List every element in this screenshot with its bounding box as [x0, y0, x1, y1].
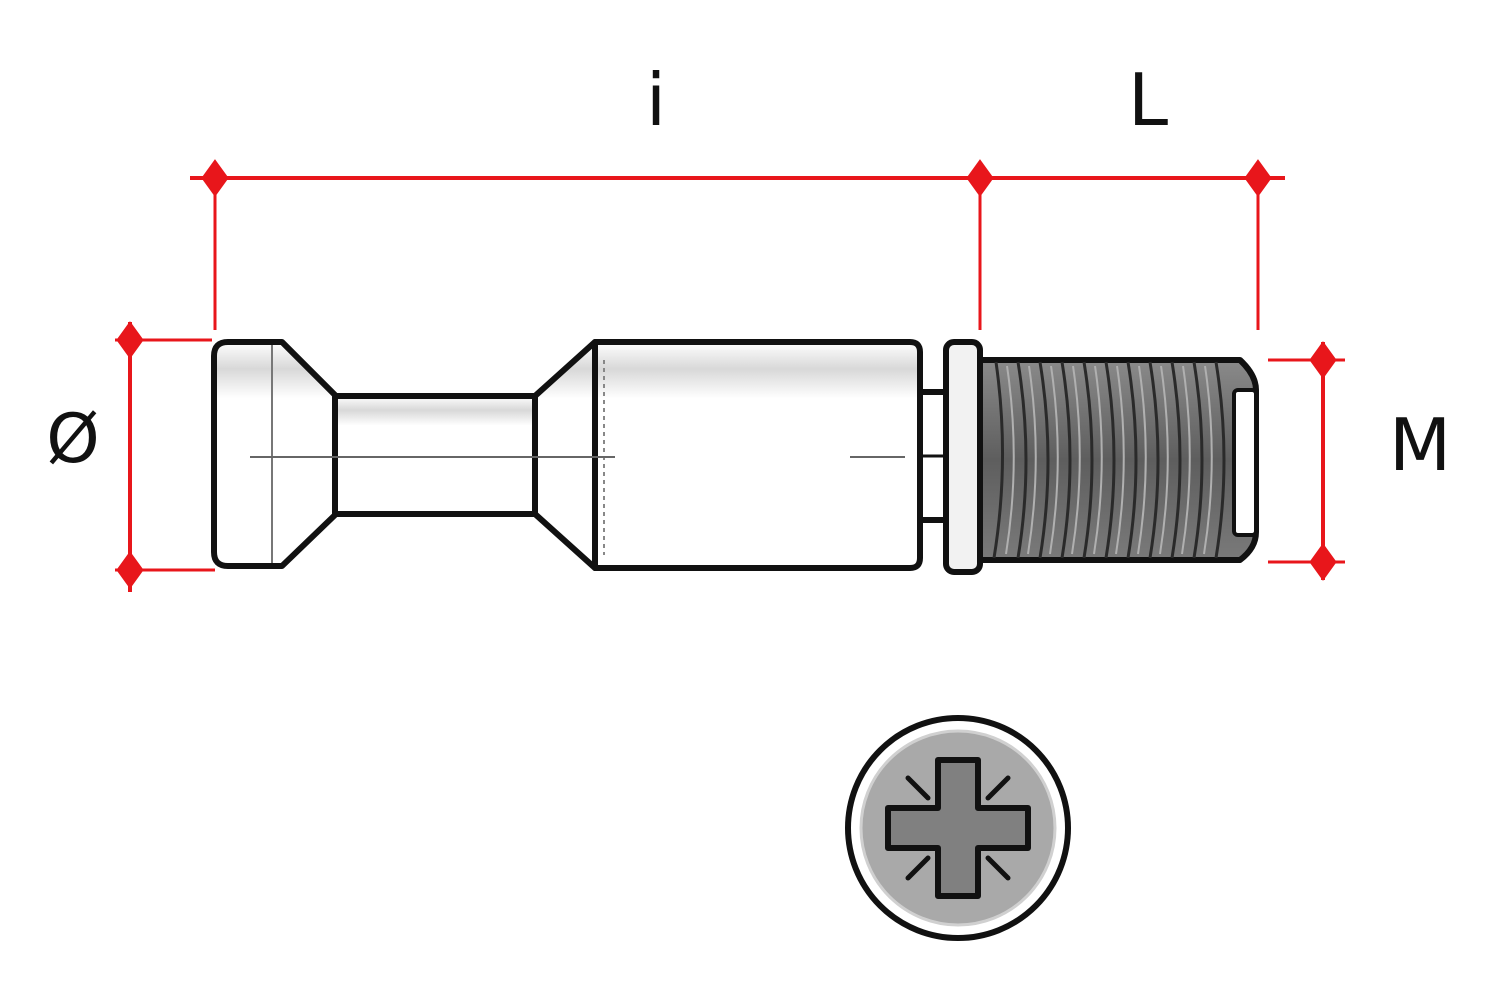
bolt-collar	[943, 339, 983, 575]
bolt-body	[592, 339, 923, 571]
label-thread-size: M	[1389, 403, 1451, 487]
dimension-lines	[115, 159, 1345, 592]
label-thread-length: L	[1128, 58, 1168, 142]
thread-highlights	[1005, 365, 1213, 555]
marker-dot-shoulder	[966, 159, 994, 197]
marker-dot-thread-top	[1309, 341, 1337, 379]
pozidriv-ticks	[905, 775, 1011, 881]
bolt-head	[211, 339, 338, 569]
thread-tip	[1232, 388, 1258, 537]
marker-dot-diameter-bottom	[116, 551, 144, 589]
label-overall-length: i	[646, 58, 666, 142]
cross-recess	[885, 757, 1031, 899]
thread-crests	[992, 361, 1226, 559]
marker-dot-head	[201, 159, 229, 197]
pozidriv-head-icon	[845, 715, 1071, 941]
marker-dot-diameter-top	[116, 321, 144, 359]
bolt-side-view	[211, 339, 1259, 575]
bolt-neck	[332, 393, 538, 517]
marker-dot-thread-bottom	[1309, 543, 1337, 581]
label-head-diameter: Ø	[46, 400, 100, 479]
marker-dot-tip	[1244, 159, 1272, 197]
bolt-taper	[532, 339, 598, 571]
